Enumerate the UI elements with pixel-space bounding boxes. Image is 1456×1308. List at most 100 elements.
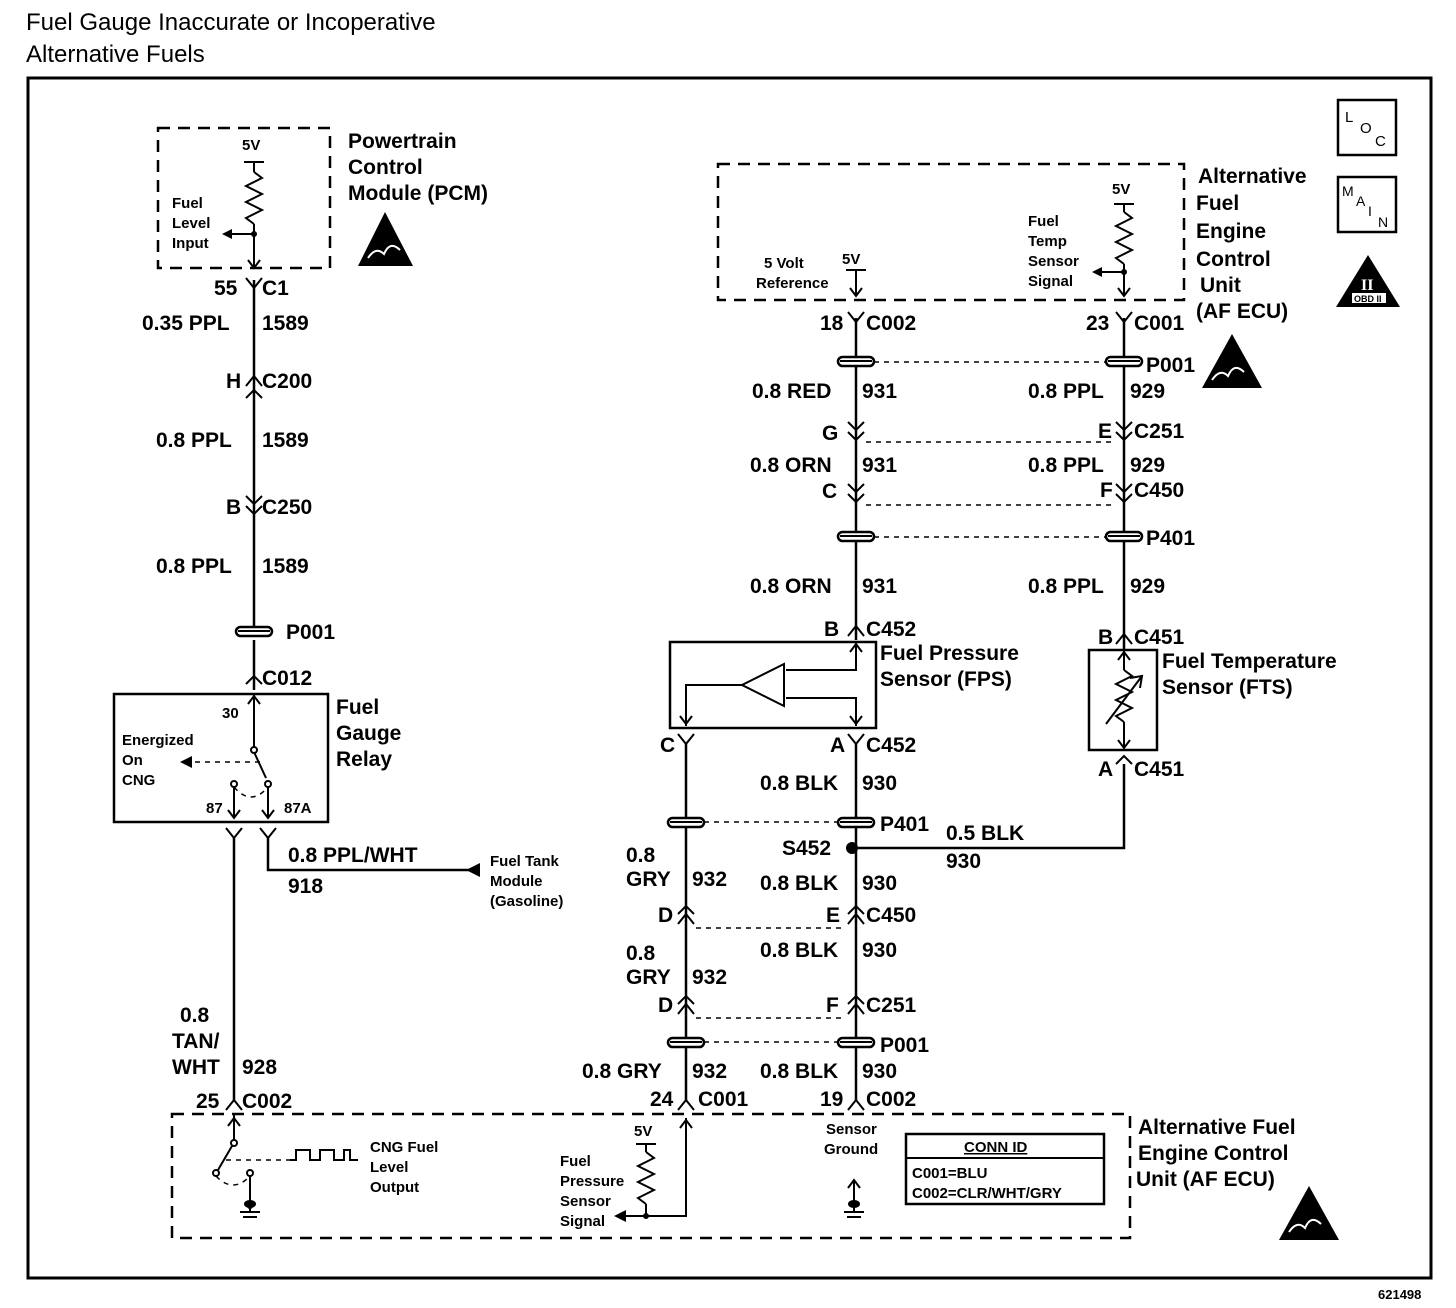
svg-text:I: I (1368, 203, 1372, 219)
svg-text:Level: Level (370, 1159, 408, 1176)
svg-text:Reference: Reference (756, 275, 829, 292)
circuit-number-label: 1589 (262, 555, 309, 578)
circuit-number-label: 929 (1130, 575, 1165, 598)
svg-text:Module (PCM): Module (PCM) (348, 182, 488, 205)
five-volt-reference-source (846, 269, 866, 298)
pass-through-p401 (666, 816, 706, 829)
sensor-ground-label: Sensor Ground (824, 1121, 878, 1158)
c450-pin: E (826, 904, 840, 927)
connector-c1-symbol (245, 277, 263, 290)
svg-text:0.8: 0.8 (180, 1004, 210, 1027)
relay-connector-87a (259, 827, 277, 840)
svg-text:Engine Control: Engine Control (1138, 1142, 1289, 1165)
esd-warning-icon (1279, 1186, 1339, 1240)
fuel-tank-module-label: Fuel Tank Module (Gasoline) (490, 853, 563, 910)
svg-text:Temp: Temp (1028, 233, 1067, 250)
pass-through-p001 (666, 1036, 706, 1049)
svg-text:Sensor (FTS): Sensor (FTS) (1162, 676, 1293, 699)
c002-connector-label: C002 (242, 1090, 292, 1113)
connector-c251-symbol (1115, 431, 1133, 442)
conn-id-c001: C001=BLU (912, 1165, 987, 1182)
wire-gauge-label: 0.8 TAN/ WHT (172, 1004, 220, 1079)
svg-text:II: II (1361, 277, 1373, 294)
svg-text:Ground: Ground (824, 1141, 878, 1158)
circuit-number-label: 931 (862, 380, 897, 403)
svg-text:CNG Fuel: CNG Fuel (370, 1139, 438, 1156)
circuit-number-label: 931 (862, 454, 897, 477)
circuit-number-label: 930 (946, 850, 981, 873)
pass-through-p401 (836, 530, 876, 543)
fps-connector-a (847, 733, 865, 746)
fuel-temperature-sensor-label: Fuel Temperature Sensor (FTS) (1162, 650, 1337, 699)
temp-sensor-pullup-resistor (1092, 203, 1135, 298)
svg-text:Fuel: Fuel (336, 696, 379, 719)
c1-pin: 55 (214, 277, 238, 300)
main-icon: M A I N (1336, 175, 1398, 234)
connector-c251-symbol (847, 1002, 865, 1015)
svg-text:Sensor: Sensor (1028, 253, 1079, 270)
circuit-number-label: 932 (692, 868, 727, 891)
svg-text:Fuel Pressure: Fuel Pressure (880, 642, 1019, 665)
obd-ii-icon: II OBD II (1336, 255, 1400, 307)
circuit-number-label: 932 (692, 966, 727, 989)
cng-fuel-level-output-label: CNG Fuel Level Output (370, 1139, 438, 1196)
c001-connector-label: C001 (1134, 312, 1185, 335)
fuel-tank-arrow-icon (466, 863, 480, 877)
fps-c-pin: C (660, 734, 675, 757)
c251-pin: G (822, 422, 838, 445)
wire-gauge-label: 0.8 PPL (1028, 454, 1104, 477)
fps-signal-pullup-resistor (614, 1118, 693, 1222)
c012-connector-label: C012 (262, 667, 312, 690)
wire-gauge-label: 0.8 BLK (760, 772, 838, 795)
af-ecu-bottom-box (170, 1112, 1132, 1240)
connector-c012-symbol (245, 674, 263, 685)
p401-label: P401 (880, 813, 929, 836)
wire-gauge-label: 0.8 BLK (760, 1060, 838, 1083)
svg-text:Fuel Temperature: Fuel Temperature (1162, 650, 1337, 673)
pass-through-p001 (234, 625, 274, 638)
svg-text:Alternative Fuel: Alternative Fuel (1138, 1116, 1296, 1139)
c250-connector-label: C250 (262, 496, 312, 519)
wire-gauge-label: 0.8 BLK (760, 872, 838, 895)
wire-gauge-label: 0.8 PPL (1028, 380, 1104, 403)
svg-text:Unit: Unit (1200, 274, 1241, 297)
svg-text:Fuel Tank: Fuel Tank (490, 853, 560, 870)
temp-5v-label: 5V (1112, 181, 1130, 198)
connector-c451-symbol (1115, 632, 1133, 645)
svg-text:Fuel: Fuel (172, 195, 203, 212)
pass-through-p001 (836, 1036, 876, 1049)
c001-connector-label: C001 (698, 1088, 749, 1111)
c002-connector-label: C002 (866, 1088, 916, 1111)
connector-c450-symbol (677, 912, 695, 925)
c002-pin: 18 (820, 312, 844, 335)
svg-text:Sensor (FPS): Sensor (FPS) (880, 668, 1012, 691)
figure-number: 621498 (1378, 1287, 1421, 1302)
pass-through-p001 (1104, 355, 1144, 368)
c250-pin: B (226, 496, 241, 519)
svg-text:Signal: Signal (560, 1213, 605, 1230)
svg-text:On: On (122, 752, 143, 769)
svg-text:Powertrain: Powertrain (348, 130, 457, 153)
svg-text:Sensor: Sensor (826, 1121, 877, 1138)
circuit-number-label: 928 (242, 1056, 277, 1079)
pass-through-p401 (836, 816, 876, 829)
c451-pin: A (1098, 758, 1113, 781)
pass-through-p001 (836, 355, 876, 368)
fps-amplifier-icon (679, 642, 863, 726)
connector-c001-symbol (1115, 311, 1133, 324)
circuit-number-label: 1589 (262, 312, 309, 335)
svg-text:Sensor: Sensor (560, 1193, 611, 1210)
svg-text:Unit (AF ECU): Unit (AF ECU) (1136, 1168, 1275, 1191)
sensor-ground-icon (844, 1178, 864, 1218)
pcm-pullup-resistor (222, 161, 265, 270)
svg-text:(Gasoline): (Gasoline) (490, 893, 563, 910)
splice-s452 (846, 842, 858, 854)
c251-pin: D (658, 994, 673, 1017)
svg-text:Gauge: Gauge (336, 722, 401, 745)
diagram-title: Fuel Gauge Inaccurate or Incoperative (26, 9, 436, 36)
c002-pin: 25 (196, 1090, 220, 1113)
c450-pin: F (1100, 479, 1113, 502)
wire-gauge-label: 0.5 BLK (946, 822, 1024, 845)
p001-label: P001 (286, 621, 335, 644)
